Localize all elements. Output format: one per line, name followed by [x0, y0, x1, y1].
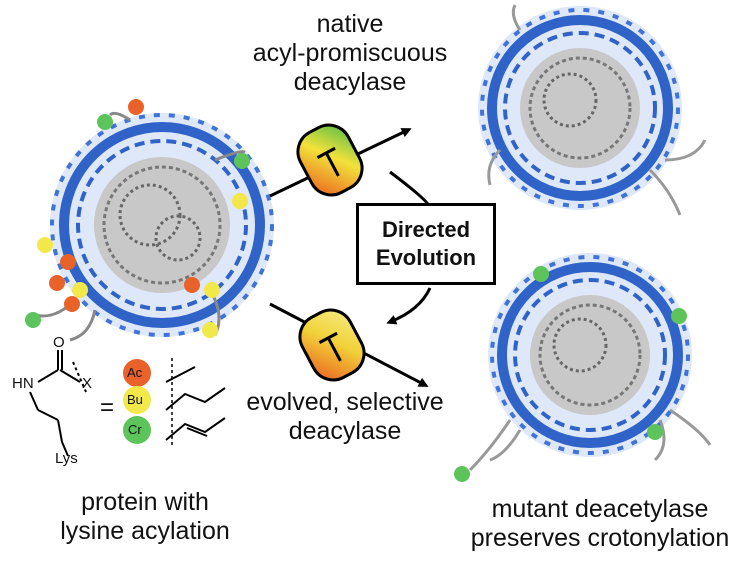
mutant-label-line2: preserves crotonylation — [470, 524, 730, 552]
chem-lys: Lys — [55, 450, 78, 467]
acyl-marks-right — [454, 266, 687, 482]
mutant-label-line1: mutant deacetylase — [491, 495, 709, 523]
arrow-evolution-bottom — [386, 287, 432, 325]
native-label-line3: deacylase — [293, 68, 407, 96]
lysine-structure — [29, 350, 87, 457]
legend-bu: Bu — [127, 392, 143, 407]
protein-label-line1: protein with — [81, 488, 209, 516]
acyl-marks-left — [25, 99, 250, 338]
evolved-label-line1: evolved, selective — [246, 388, 444, 416]
evolved-label-line2: deacylase — [288, 417, 402, 445]
enzyme-native-icon — [296, 123, 364, 197]
native-label-line1: native — [316, 10, 384, 38]
nucleosome-acylated — [34, 111, 274, 342]
acyl-legend — [123, 358, 226, 448]
legend-cr: Cr — [128, 422, 142, 437]
directed-evolution-line2: Evolution — [375, 245, 477, 270]
chem-hn: HN — [12, 375, 34, 392]
enzyme-evolved-icon — [298, 308, 366, 382]
directed-evolution-box: Directed Evolution — [356, 203, 496, 285]
native-label-line2: acyl-promiscuous — [252, 39, 448, 67]
mutant-label: mutant deacetylase preserves crotonylati… — [460, 495, 740, 553]
chem-oxygen: O — [53, 334, 65, 351]
protein-label: protein with lysine acylation — [40, 488, 250, 546]
legend-ac: Ac — [127, 365, 143, 380]
protein-label-line2: lysine acylation — [60, 517, 230, 545]
chem-equals: = — [100, 394, 115, 421]
native-label: native acyl-promiscuous deacylase — [250, 10, 450, 97]
directed-evolution-line1: Directed — [381, 217, 471, 242]
nucleosome-crotonylated — [468, 253, 712, 472]
chem-x: X — [82, 375, 93, 392]
evolved-label: evolved, selective deacylase — [235, 388, 455, 446]
nucleosome-deacylated — [478, 4, 707, 216]
